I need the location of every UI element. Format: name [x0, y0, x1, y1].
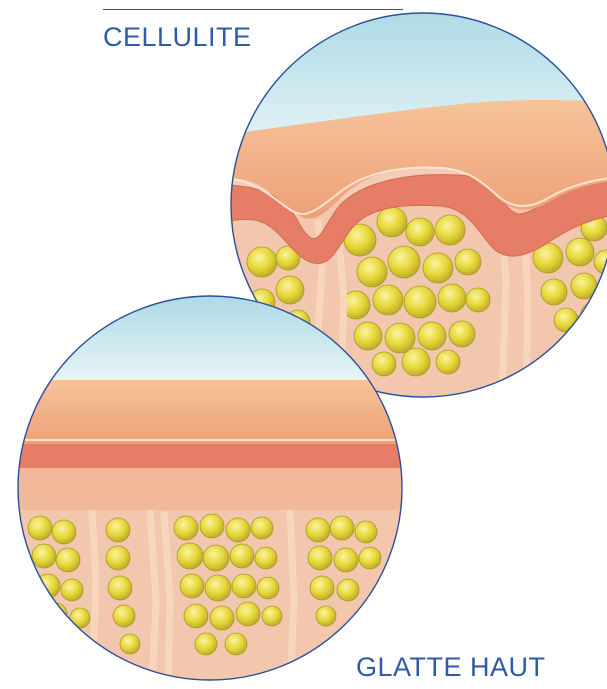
smooth-epidermis [0, 380, 420, 444]
smooth-skin-label: GLATTE HAUT [356, 654, 546, 681]
smooth-dermis [0, 444, 420, 470]
